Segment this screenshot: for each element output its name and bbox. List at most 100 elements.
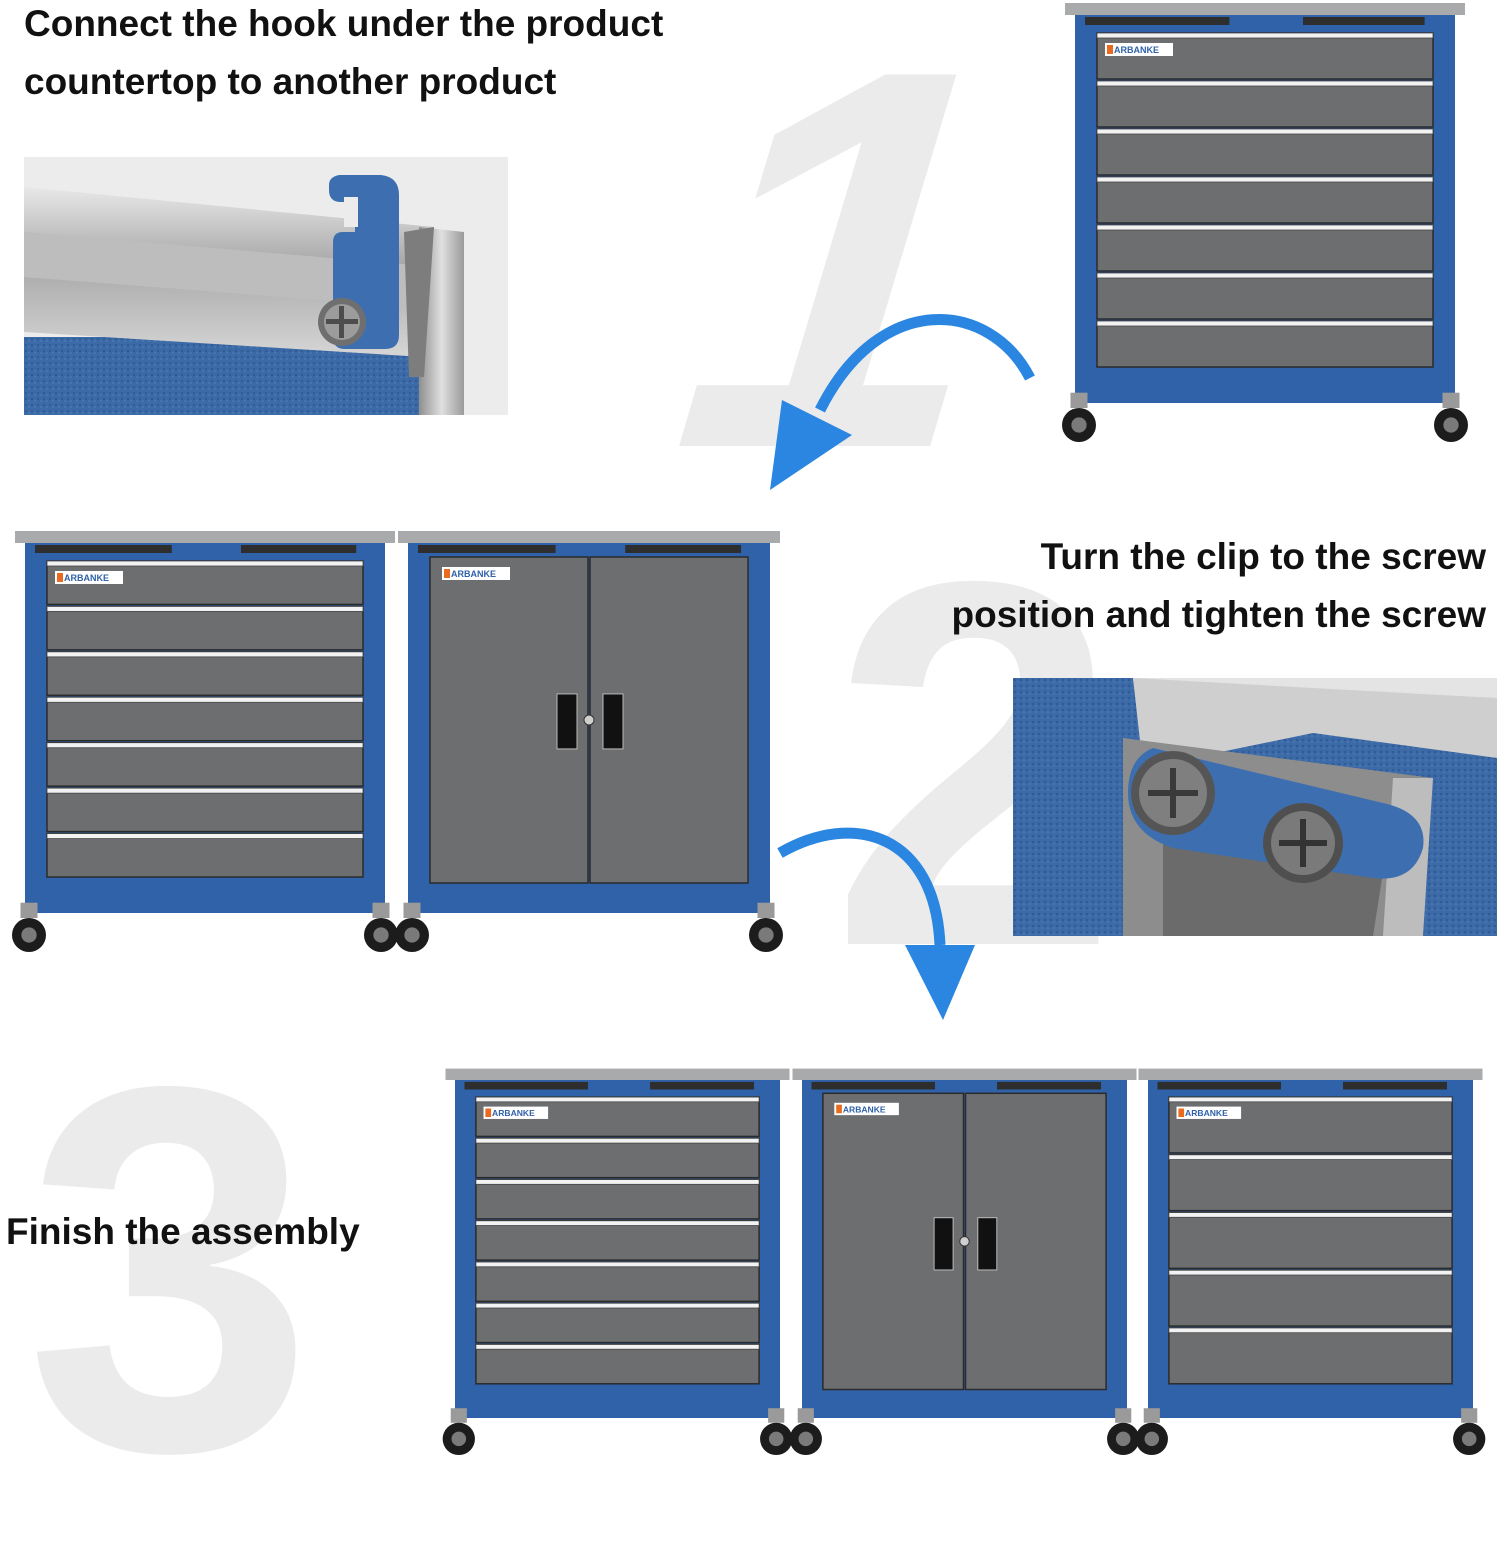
brand-logo <box>483 1106 549 1119</box>
drawer-handle <box>1168 1154 1453 1160</box>
drawer-handle <box>1096 224 1434 231</box>
drawer-handle <box>1096 128 1434 135</box>
brand-logo-text: ARBANKE <box>451 569 496 579</box>
drawer <box>1096 80 1434 128</box>
drawer-handle <box>1096 176 1434 183</box>
brand-logo-mark <box>1107 45 1113 54</box>
drawer <box>475 1137 760 1179</box>
hook-bracket <box>811 1081 935 1090</box>
drawer <box>46 605 364 651</box>
countertop <box>1065 3 1465 15</box>
door-handle <box>602 693 624 750</box>
drawer-handle <box>1168 1269 1453 1276</box>
drawer <box>46 696 364 742</box>
hook-detail-photo <box>24 157 508 415</box>
hook-bracket <box>1343 1081 1447 1090</box>
drawer-handle <box>475 1179 760 1185</box>
door-handle <box>556 693 578 750</box>
drawer-handle <box>46 651 364 658</box>
drawer-handle <box>475 1344 760 1350</box>
hook-bracket <box>1157 1081 1281 1090</box>
drawer-handle <box>1168 1212 1453 1218</box>
caster-mount <box>1461 1408 1478 1423</box>
step-number-3: 3 <box>25 979 315 1560</box>
arrow-step1-to-step2 <box>770 314 1035 490</box>
drawer-handle <box>46 696 364 703</box>
door-cabinet: ARBANKE <box>789 1068 1140 1456</box>
drawer-handle <box>475 1302 760 1309</box>
caster-hub <box>21 927 37 943</box>
brand-logo-mark <box>485 1108 492 1118</box>
step3-line1: Finish the assembly <box>6 1211 360 1252</box>
caster-mount <box>20 902 38 918</box>
drawer-handle <box>1096 80 1434 87</box>
caster-mount <box>1115 1408 1132 1423</box>
brand-logo-text: ARBANKE <box>64 573 109 583</box>
drawer-handle <box>46 606 364 612</box>
drawer-handle <box>1096 320 1434 327</box>
drawer <box>475 1302 760 1344</box>
drawer-cabinet: ARBANKE <box>12 531 398 952</box>
step1-line1: Connect the hook under the product <box>24 3 664 44</box>
countertop <box>792 1068 1137 1080</box>
drawer-handle <box>475 1137 760 1144</box>
drawer <box>46 832 364 878</box>
drawer <box>1168 1154 1453 1212</box>
drawer <box>475 1220 760 1261</box>
drawer <box>1096 128 1434 176</box>
drawer-cabinet: ARBANKE <box>1062 3 1468 442</box>
door-cabinet: ARBANKE <box>395 531 783 952</box>
drawer-handle <box>1168 1096 1453 1103</box>
drawer-handle <box>46 833 364 839</box>
step3-instruction: Finish the assembly <box>6 1203 360 1261</box>
drawer <box>1168 1327 1453 1385</box>
caster-hub <box>758 927 774 943</box>
caster-mount <box>797 1408 814 1423</box>
brand-logo-text: ARBANKE <box>492 1108 535 1118</box>
step2-line2: position and tighten the screw <box>951 594 1486 635</box>
drawer <box>1168 1096 1453 1154</box>
drawer-cabinet: ARBANKE <box>442 1068 793 1456</box>
arrow-step2-to-step3 <box>777 827 975 1020</box>
caster-hub <box>798 1431 814 1447</box>
drawer-handle <box>46 742 364 749</box>
hook-bracket <box>650 1081 754 1090</box>
countertop <box>15 531 395 543</box>
drawer <box>46 787 364 833</box>
brand-logo-mark <box>836 1104 842 1114</box>
brand-logo-text: ARBANKE <box>1114 45 1159 55</box>
caster-mount <box>450 1408 467 1423</box>
countertop <box>398 531 780 543</box>
door-handle <box>977 1217 998 1271</box>
caster-mount <box>1442 392 1460 408</box>
brand-logo <box>834 1102 899 1116</box>
brand-logo <box>1176 1106 1242 1119</box>
brand-logo-mark <box>444 569 450 578</box>
clip-detail-photo <box>1013 678 1497 936</box>
hook-bracket <box>1303 17 1425 25</box>
drawer <box>475 1178 760 1220</box>
drawer <box>475 1261 760 1303</box>
countertop <box>445 1068 790 1080</box>
drawer-handle <box>46 787 364 794</box>
drawer-handle <box>1096 272 1434 279</box>
hook-bracket <box>625 545 742 553</box>
drawer-handle <box>475 1096 760 1103</box>
brand-logo-text: ARBANKE <box>843 1104 886 1114</box>
drawer-handle <box>1168 1327 1453 1334</box>
caster-hub <box>451 1431 467 1447</box>
caster-hub <box>373 927 389 943</box>
caster-hub <box>1144 1431 1160 1447</box>
caster-mount <box>768 1408 785 1423</box>
brand-logo-text: ARBANKE <box>1185 1108 1228 1118</box>
door-lock <box>583 714 595 726</box>
hook-bracket <box>35 545 172 553</box>
caster-hub <box>1443 417 1459 433</box>
caster-mount <box>372 902 390 918</box>
step2-instruction: Turn the clip to the screw position and … <box>952 528 1486 644</box>
drawer-handle <box>475 1220 760 1226</box>
drawer <box>46 651 364 697</box>
brand-logo <box>55 571 123 584</box>
caster-hub <box>768 1431 784 1447</box>
drawer <box>1096 320 1434 368</box>
